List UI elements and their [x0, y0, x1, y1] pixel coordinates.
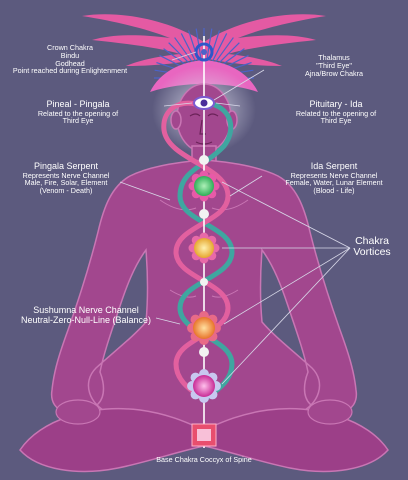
chakra-heart — [188, 170, 220, 202]
ida-line4: (Blood - Life) — [313, 186, 355, 196]
crown-wings — [82, 14, 326, 66]
sushumna-line2: Neutral-Zero-Null-Line (Balance) — [20, 314, 152, 325]
right-hand — [307, 399, 353, 425]
thalamus-label: Thalamus "Third Eye" Ajna/Brow Chakra — [305, 54, 363, 77]
crown-ray — [180, 33, 199, 66]
pingala-line4: (Venom - Death) — [39, 186, 93, 196]
pingala-title: Pingala Serpent — [33, 161, 99, 171]
ida-serpent-label: Ida Serpent Represents Nerve Channel Fem… — [285, 161, 383, 196]
pineal-line2: Related to the opening of — [37, 108, 119, 118]
chakra-node-2 — [200, 278, 208, 286]
pituitary-line3: Third Eye — [320, 116, 352, 126]
base-title: Base Chakra Coccyx of Spine — [156, 455, 252, 464]
pituitary-line2: Related to the opening of — [295, 108, 377, 118]
crown-line3: Godhead — [55, 58, 85, 68]
sushumna-line1: Sushumna Nerve Channel — [33, 305, 139, 315]
chakra-base — [191, 423, 217, 447]
ida-line2: Represents Nerve Channel — [290, 170, 378, 180]
pituitary-label: Pituitary - Ida Related to the opening o… — [295, 99, 377, 126]
solar-core — [194, 238, 214, 258]
ida-serpent — [177, 101, 235, 403]
crown-line4: Point reached during Enlightenment — [12, 66, 128, 76]
chakra-solar-plexus — [188, 232, 220, 264]
pituitary-title: Pituitary - Ida — [309, 99, 363, 109]
thalamus-title: Thalamus — [318, 53, 350, 62]
crown-line2: Bindu — [60, 50, 80, 60]
sushumna-label: Sushumna Nerve Channel Neutral-Zero-Null… — [20, 305, 152, 325]
chakra-third-eye — [193, 96, 215, 110]
chakra-sacral — [187, 311, 221, 345]
pineal-label: Pineal - Pingala Related to the opening … — [37, 99, 119, 126]
root-core — [193, 375, 215, 397]
thalamus-line3: Ajna/Brow Chakra — [305, 68, 363, 78]
pineal-line3: Third Eye — [62, 116, 94, 126]
base-chakra-label: Base Chakra Coccyx of Spine — [156, 456, 251, 464]
pingala-serpent-label: Pingala Serpent Represents Nerve Channel… — [22, 161, 110, 196]
chakra-root — [187, 369, 221, 403]
ida-line3: Female, Water, Lunar Element — [285, 178, 383, 188]
pingala-serpent — [161, 100, 231, 403]
heart-core — [194, 176, 214, 196]
chakra-vortices-label: Chakra Vortices — [353, 235, 391, 259]
pingala-line3: Male, Fire, Solar, Element — [24, 178, 108, 188]
chakra-throat — [199, 155, 209, 165]
pingala-line2: Represents Nerve Channel — [22, 170, 110, 180]
chakra-node-1 — [199, 209, 209, 219]
crown-chakra-label: Crown Chakra Bindu Godhead Point reached… — [13, 44, 127, 75]
crown-title: Crown Chakra — [47, 43, 93, 52]
vortices-line1: Chakra — [355, 235, 389, 247]
chakra-node-3 — [199, 347, 209, 357]
thalamus-line2: "Third Eye" — [316, 60, 352, 70]
vortices-line2: Vortices — [353, 246, 391, 259]
crown-ray — [209, 33, 228, 66]
pineal-title: Pineal - Pingala — [46, 99, 110, 109]
ida-title: Ida Serpent — [310, 161, 358, 171]
sacral-core — [193, 317, 215, 339]
left-hand — [55, 399, 101, 425]
pointer-lines — [119, 51, 351, 385]
